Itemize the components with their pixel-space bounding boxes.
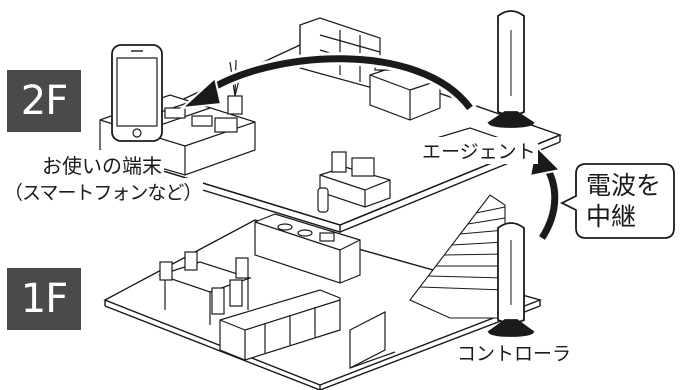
relay-callout-line1: 電波を xyxy=(586,171,662,200)
floor-badge-2f: 2F xyxy=(7,70,81,132)
lower-kitchen-counter xyxy=(254,213,361,284)
lower-tv xyxy=(349,311,396,369)
relay-callout-text: 電波を 中継 xyxy=(586,170,661,232)
device-sublabel: （スマートフォンなど） xyxy=(2,178,204,205)
relay-callout-bubble xyxy=(559,163,675,239)
smartphone xyxy=(111,44,163,142)
controller-router xyxy=(487,222,535,337)
agent-label: エージェント xyxy=(420,137,538,164)
lower-dining-set xyxy=(158,251,252,325)
controller-label: コントローラ xyxy=(455,339,574,366)
floor-badge-1f: 1F xyxy=(7,268,81,330)
upper-tv-console xyxy=(317,151,391,213)
relay-callout-line2: 中継 xyxy=(586,202,637,231)
stairs xyxy=(409,194,506,319)
lower-sofa xyxy=(219,289,341,361)
device-label: お使いの端末 xyxy=(40,150,164,179)
agent-router xyxy=(487,10,535,128)
signal-arrow-to-device xyxy=(179,52,477,115)
